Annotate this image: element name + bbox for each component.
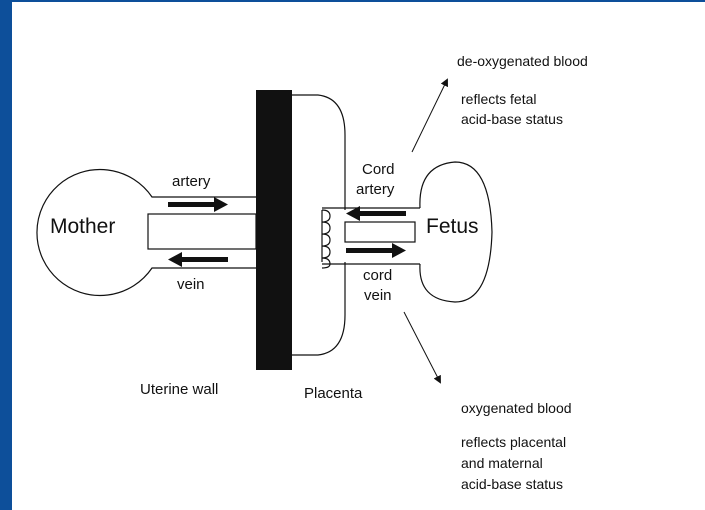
oxy-title: oxygenated blood <box>461 400 572 416</box>
cord-vein-label-line1: cord <box>363 267 392 284</box>
fetus-label: Fetus <box>426 215 479 238</box>
cord-artery-label-line2: artery <box>356 181 395 198</box>
cord-vein-arrow <box>346 243 406 258</box>
oxy-pointer-line <box>404 312 440 382</box>
mother-inner-tube <box>148 214 256 249</box>
deoxy-title: de-oxygenated blood <box>457 53 588 69</box>
maternal-vein-arrow <box>168 252 228 267</box>
oxy-line3: acid-base status <box>461 476 563 492</box>
placenta-label: Placenta <box>304 385 363 402</box>
artery-label: artery <box>172 173 211 190</box>
deoxy-line2: acid-base status <box>461 111 563 127</box>
cord-artery-label-line1: Cord <box>362 161 395 178</box>
vein-label: vein <box>177 276 205 293</box>
mother-label: Mother <box>50 215 115 238</box>
maternal-artery-arrow <box>168 197 228 212</box>
cord-vein-label-line2: vein <box>364 287 392 304</box>
cord-coil <box>322 210 330 268</box>
deoxy-pointer-line <box>412 80 447 152</box>
oxy-line2: and maternal <box>461 455 543 471</box>
deoxy-line1: reflects fetal <box>461 91 536 107</box>
oxy-line1: reflects placental <box>461 434 566 450</box>
cord-inner-tube <box>345 222 415 242</box>
uterine-wall-label: Uterine wall <box>140 381 218 398</box>
placenta-outline <box>292 95 345 355</box>
uterine-wall <box>256 90 292 370</box>
